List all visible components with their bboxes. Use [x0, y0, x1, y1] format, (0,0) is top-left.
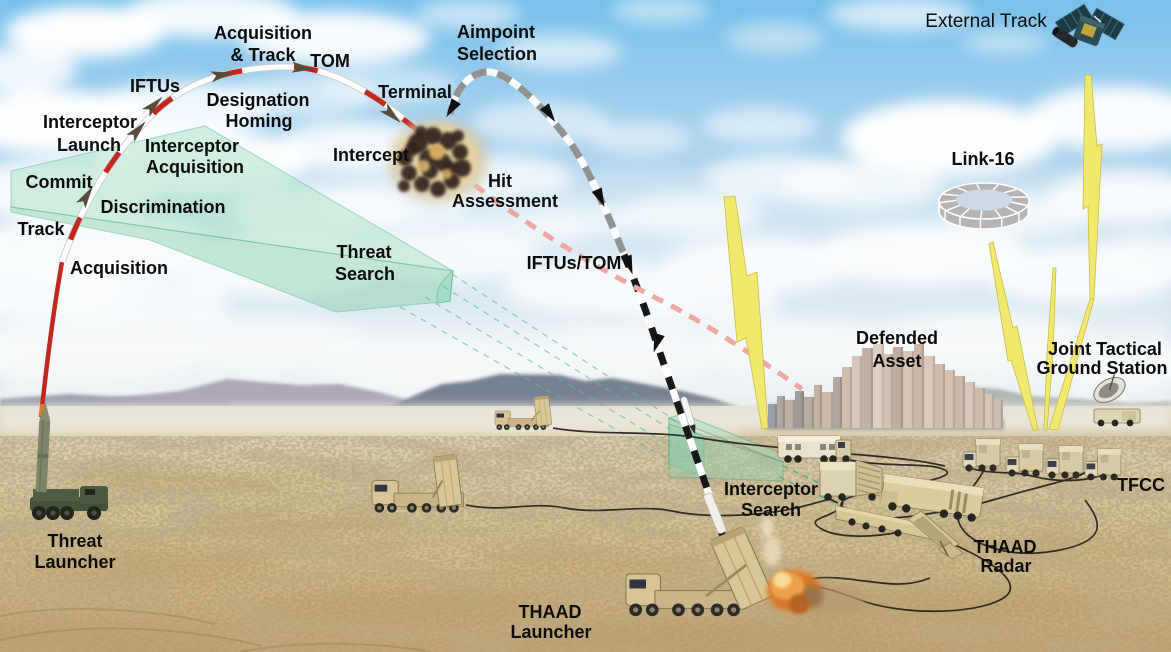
svg-text:TOM: TOM — [310, 51, 350, 71]
svg-text:Terminal: Terminal — [378, 82, 452, 102]
svg-text:TFCC: TFCC — [1117, 475, 1165, 495]
svg-text:Interceptor: Interceptor — [724, 479, 818, 499]
svg-text:Discrimination: Discrimination — [100, 197, 225, 217]
svg-text:IFTUs: IFTUs — [130, 76, 180, 96]
svg-text:Launcher: Launcher — [34, 552, 115, 572]
svg-text:Designation: Designation — [206, 90, 309, 110]
svg-text:Asset: Asset — [872, 351, 921, 371]
svg-text:Interceptor: Interceptor — [43, 112, 137, 132]
svg-text:Launcher: Launcher — [510, 622, 591, 642]
svg-text:THAAD: THAAD — [974, 537, 1037, 557]
svg-text:Joint Tactical: Joint Tactical — [1048, 339, 1162, 359]
svg-text:Defended: Defended — [856, 328, 938, 348]
svg-text:Aimpoint: Aimpoint — [457, 22, 535, 42]
svg-text:THAAD: THAAD — [519, 602, 582, 622]
svg-text:External Track: External Track — [925, 11, 1047, 32]
svg-text:Search: Search — [741, 500, 801, 520]
svg-text:Homing: Homing — [226, 111, 293, 131]
svg-text:Radar: Radar — [980, 556, 1031, 576]
svg-text:Ground Station: Ground Station — [1037, 358, 1168, 378]
svg-text:Interceptor: Interceptor — [145, 136, 239, 156]
svg-text:& Track: & Track — [230, 45, 296, 65]
svg-text:Launch: Launch — [57, 135, 121, 155]
svg-text:Threat: Threat — [336, 242, 391, 262]
svg-text:Selection: Selection — [457, 44, 537, 64]
svg-text:Acquisition: Acquisition — [214, 23, 312, 43]
svg-text:Track: Track — [17, 219, 65, 239]
svg-text:Acquisition: Acquisition — [146, 157, 244, 177]
svg-text:Search: Search — [335, 264, 395, 284]
svg-text:Hit: Hit — [488, 171, 512, 191]
svg-text:Link-16: Link-16 — [951, 149, 1014, 169]
svg-text:Commit: Commit — [26, 172, 93, 192]
svg-text:Assessment: Assessment — [452, 191, 558, 211]
svg-text:Threat: Threat — [47, 531, 102, 551]
svg-text:Acquisition: Acquisition — [70, 258, 168, 278]
svg-text:IFTUs/TOM: IFTUs/TOM — [527, 253, 622, 273]
svg-text:Intercept: Intercept — [333, 145, 409, 165]
